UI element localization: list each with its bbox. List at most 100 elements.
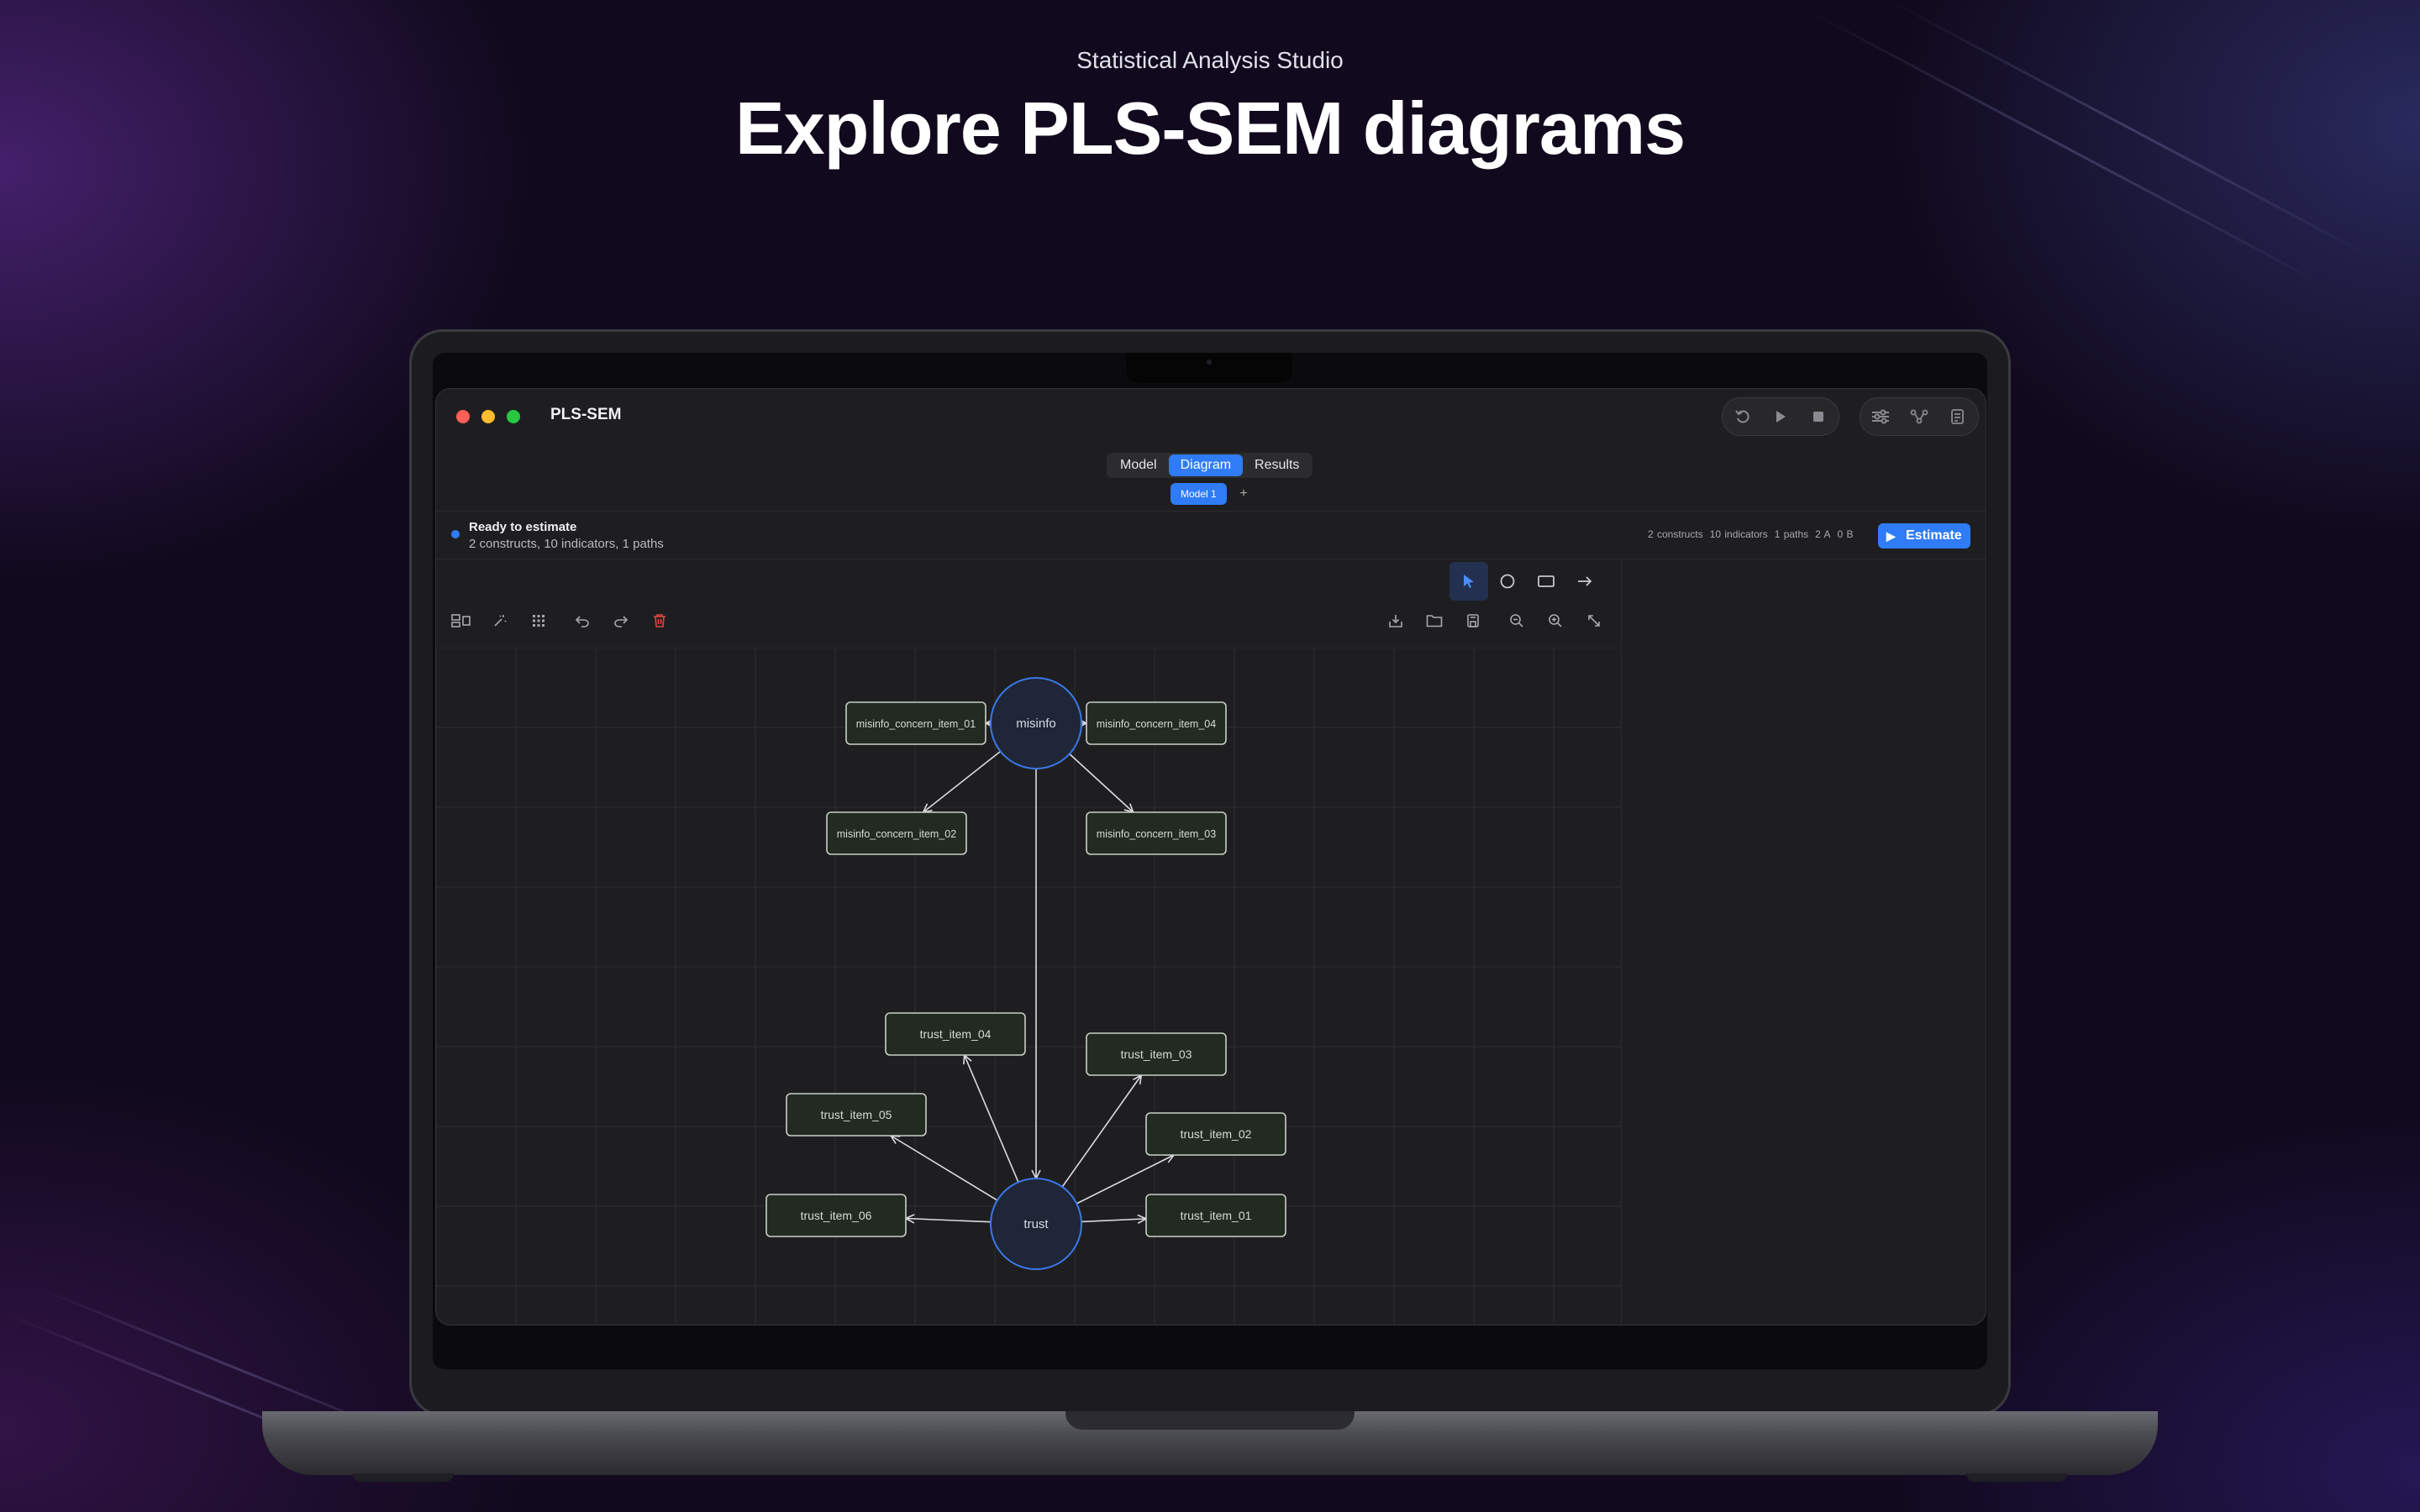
construct-node-trust[interactable]: trust — [990, 1178, 1082, 1270]
zoom-button[interactable] — [507, 410, 520, 423]
expand-icon — [1588, 615, 1600, 627]
model-tab-current[interactable]: Model 1 — [1171, 483, 1227, 505]
tab-model[interactable]: Model — [1120, 458, 1157, 472]
stat-paths: 1 paths — [1774, 528, 1809, 540]
sliders-icon — [1872, 409, 1889, 424]
indicator-tool[interactable] — [1527, 562, 1565, 601]
report-icon — [1951, 409, 1964, 424]
undo-icon — [575, 616, 589, 627]
indicator-node[interactable]: trust_item_04 — [885, 1012, 1026, 1056]
add-model-button[interactable]: + — [1239, 486, 1248, 501]
laptop-foot — [1966, 1473, 2067, 1482]
stat-b: 0 B — [1837, 528, 1854, 540]
construct-tool[interactable] — [1488, 562, 1527, 601]
grid-toggle-button[interactable] — [523, 606, 554, 636]
diagram-nodes: misinfo_concern_item_01 misinfo_concern_i… — [765, 677, 1286, 1270]
close-button[interactable] — [456, 410, 470, 423]
loading-arrow — [923, 750, 1002, 812]
zoom-out-button[interactable] — [1502, 606, 1532, 636]
indicator-label: trust_item_02 — [1181, 1127, 1252, 1141]
run-controls — [1722, 397, 1839, 436]
report-button[interactable] — [1939, 398, 1976, 435]
reset-button[interactable] — [1724, 398, 1761, 435]
indicator-label: misinfo_concern_item_01 — [856, 718, 976, 730]
construct-label: trust — [1023, 1217, 1049, 1231]
indicator-node[interactable]: trust_item_05 — [786, 1093, 927, 1137]
loading-arrow — [1076, 1155, 1174, 1205]
stop-icon — [1813, 412, 1823, 422]
import-icon — [1389, 615, 1402, 627]
loading-arrow — [891, 1136, 998, 1201]
zoom-in-icon — [1549, 614, 1562, 627]
reset-icon — [1735, 410, 1749, 423]
loading-arrow — [1081, 1219, 1146, 1222]
title-bar: PLS-SEM — [436, 389, 1986, 443]
diagram-canvas[interactable]: misinfo_concern_item_01 misinfo_concern_i… — [436, 648, 1621, 1325]
indicator-node[interactable]: misinfo_concern_item_02 — [826, 811, 967, 855]
shape-tools — [1449, 562, 1604, 601]
status-bar: Ready to estimate 2 constructs, 10 indic… — [436, 511, 1986, 559]
path-tool[interactable] — [1565, 562, 1604, 601]
undo-button[interactable] — [567, 606, 597, 636]
loading-arrow — [1069, 753, 1134, 812]
layout-button[interactable] — [446, 606, 476, 636]
loading-arrow — [965, 1055, 1019, 1183]
circle-icon — [1500, 574, 1515, 589]
rectangle-icon — [1538, 575, 1555, 587]
indicator-node[interactable]: trust_item_03 — [1086, 1032, 1227, 1076]
hero-headline: Explore PLS-SEM diagrams — [734, 87, 1686, 170]
delete-button[interactable] — [644, 606, 675, 636]
tab-results[interactable]: Results — [1255, 458, 1300, 472]
estimate-label: Estimate — [1906, 528, 1962, 543]
magic-layout-button[interactable] — [485, 606, 515, 636]
indicator-label: misinfo_concern_item_02 — [837, 828, 956, 840]
graph-button[interactable] — [1901, 398, 1938, 435]
open-button[interactable] — [1419, 606, 1449, 636]
indicator-node[interactable]: misinfo_concern_item_04 — [1086, 701, 1227, 745]
app-title: PLS-SEM — [550, 406, 622, 423]
save-button[interactable] — [1458, 606, 1488, 636]
indicator-label: trust_item_03 — [1121, 1047, 1192, 1061]
select-tool[interactable] — [1449, 562, 1488, 601]
status-indicator-icon — [451, 530, 460, 538]
diagram-panel: misinfo_concern_item_01 misinfo_concern_i… — [436, 559, 1622, 1325]
settings-button[interactable] — [1862, 398, 1899, 435]
minimize-button[interactable] — [481, 410, 495, 423]
fit-button[interactable] — [1579, 606, 1609, 636]
run-button[interactable] — [1762, 398, 1799, 435]
estimate-button[interactable]: ▶ Estimate — [1878, 523, 1970, 549]
status-title: Ready to estimate — [469, 520, 577, 534]
view-tabs: Model Diagram Results — [1107, 453, 1313, 478]
indicator-label: misinfo_concern_item_03 — [1097, 828, 1216, 840]
layout-icon — [451, 614, 471, 627]
redo-button[interactable] — [606, 606, 636, 636]
status-summary: 2 constructs, 10 indicators, 1 paths — [469, 537, 664, 551]
hero-subtitle: Statistical Analysis Studio — [1076, 47, 1344, 73]
loading-arrow — [906, 1218, 992, 1221]
construct-node-misinfo[interactable]: misinfo — [990, 677, 1082, 769]
laptop-notch — [1126, 353, 1292, 383]
tab-diagram[interactable]: Diagram — [1168, 454, 1244, 476]
laptop-base-notch — [1065, 1411, 1355, 1430]
cursor-icon — [1464, 575, 1474, 588]
folder-icon — [1426, 615, 1443, 627]
stop-button[interactable] — [1800, 398, 1837, 435]
import-button[interactable] — [1381, 606, 1411, 636]
indicator-node[interactable]: trust_item_01 — [1145, 1194, 1286, 1237]
loading-arrow — [1061, 1075, 1141, 1188]
save-icon — [1467, 614, 1479, 627]
stat-indicators: 10 indicators — [1709, 528, 1768, 540]
play-icon — [1776, 411, 1786, 423]
laptop-foot — [353, 1473, 454, 1482]
arrow-right-icon — [1578, 576, 1592, 586]
indicator-node[interactable]: misinfo_concern_item_03 — [1086, 811, 1227, 855]
indicator-node[interactable]: misinfo_concern_item_01 — [845, 701, 986, 745]
magic-wand-icon — [494, 615, 507, 627]
view-controls — [1860, 397, 1979, 436]
indicator-node[interactable]: trust_item_06 — [765, 1194, 907, 1237]
redo-icon — [614, 616, 629, 627]
indicator-node[interactable]: trust_item_02 — [1145, 1112, 1286, 1156]
stat-constructs: 2 constructs — [1648, 528, 1703, 540]
zoom-in-button[interactable] — [1540, 606, 1570, 636]
